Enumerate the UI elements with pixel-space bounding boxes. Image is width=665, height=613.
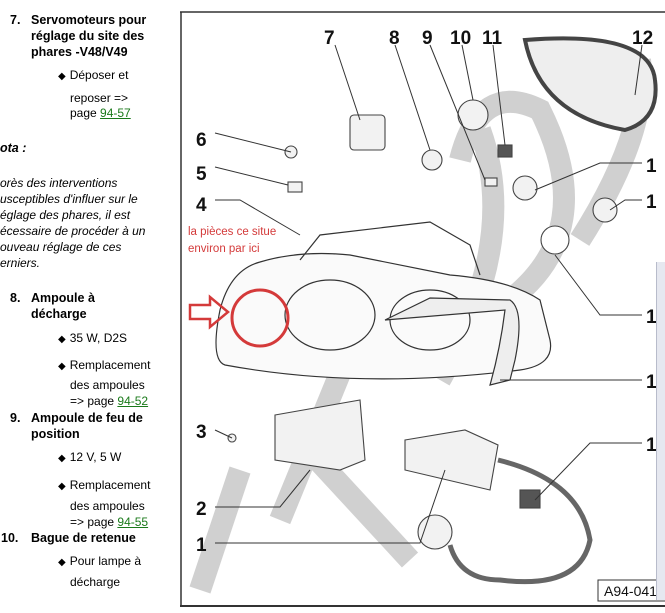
nota-heading: ota : bbox=[0, 141, 27, 155]
callout-labels: 7 8 9 10 11 12 6 5 4 3 2 1 1 1 1 1 1 bbox=[196, 28, 657, 556]
diamond-bullet-icon: ◆ bbox=[58, 481, 66, 492]
label-left: 4 bbox=[196, 195, 207, 216]
label-left: 3 bbox=[196, 422, 207, 443]
vertical-scrollbar[interactable] bbox=[656, 262, 665, 600]
diamond-bullet-icon: ◆ bbox=[58, 557, 66, 568]
bullet-text: => page 94-55 bbox=[70, 515, 149, 529]
bullet-text: ◆Pour lampe à bbox=[58, 554, 142, 568]
nota-line: écessaire de procéder à un bbox=[0, 224, 146, 238]
label-top: 12 bbox=[632, 28, 653, 49]
annotation-line: environ par ici bbox=[188, 243, 260, 255]
bullet-text: décharge bbox=[70, 575, 121, 589]
servomotor-part bbox=[349, 114, 386, 151]
label-top: 8 bbox=[389, 28, 400, 49]
label-top: 11 bbox=[482, 28, 503, 49]
item-title: Bague de retenue bbox=[31, 531, 136, 545]
item-title: décharge bbox=[31, 307, 87, 321]
label-left: 6 bbox=[196, 130, 207, 151]
label-left: 5 bbox=[196, 164, 207, 185]
label-top: 9 bbox=[422, 28, 433, 49]
label-right: 1 bbox=[646, 156, 657, 177]
bullet-text: ◆35 W, D2S bbox=[58, 331, 128, 345]
diamond-bullet-icon: ◆ bbox=[58, 71, 66, 82]
page-link-94-55[interactable]: 94-55 bbox=[117, 515, 149, 529]
connector-part bbox=[497, 144, 513, 158]
cable-part bbox=[447, 457, 593, 585]
item-title: position bbox=[31, 427, 80, 441]
bullet-text: reposer => bbox=[70, 91, 129, 105]
position-bulb-part bbox=[484, 177, 498, 187]
figure-id-box: A94-041 bbox=[597, 579, 665, 602]
plug-part bbox=[519, 489, 541, 509]
nota-line: erniers. bbox=[0, 256, 41, 270]
nut-part bbox=[287, 181, 303, 193]
label-top: 10 bbox=[450, 28, 471, 49]
item-title: phares -V48/V49 bbox=[31, 45, 128, 59]
bracket-part bbox=[274, 399, 366, 471]
seal-part bbox=[522, 36, 658, 133]
bulb-part bbox=[512, 175, 538, 201]
bullet-text: ◆Remplacement bbox=[58, 478, 151, 492]
bullet-text: ◆12 V, 5 W bbox=[58, 450, 122, 464]
item-number: 8. bbox=[10, 291, 21, 305]
item-title: Ampoule de feu de bbox=[31, 411, 143, 425]
label-right: 1 bbox=[646, 307, 657, 328]
bullet-text: ◆Remplacement bbox=[58, 358, 151, 372]
bullet-text: => page 94-52 bbox=[70, 394, 149, 408]
diamond-bullet-icon: ◆ bbox=[58, 334, 66, 345]
diamond-bullet-icon: ◆ bbox=[58, 361, 66, 372]
arrow-right-icon bbox=[188, 294, 230, 330]
item-title: Ampoule à bbox=[31, 291, 95, 305]
headlamp-housing bbox=[215, 221, 552, 386]
nota-line: églage des phares, il est bbox=[0, 208, 131, 222]
diamond-bullet-icon: ◆ bbox=[58, 453, 66, 464]
item-title: réglage du site des bbox=[31, 29, 145, 43]
svg-text:A94-041: A94-041 bbox=[604, 583, 657, 599]
label-left: 1 bbox=[196, 535, 207, 556]
annotation-line: la pièces ce situe bbox=[188, 226, 277, 238]
label-top: 7 bbox=[324, 28, 335, 49]
label-right: 1 bbox=[646, 435, 657, 456]
discharge-bulb-part bbox=[421, 149, 443, 171]
nota-line: orès des interventions bbox=[0, 176, 118, 190]
bullet-text: des ampoules bbox=[70, 499, 145, 513]
control-unit-part bbox=[404, 429, 499, 491]
page-link-94-57[interactable]: 94-57 bbox=[100, 106, 131, 120]
label-right: 1 bbox=[646, 372, 657, 393]
red-annotation-marks bbox=[188, 288, 290, 348]
label-right: 1 bbox=[646, 192, 657, 213]
label-left: 2 bbox=[196, 499, 207, 520]
leader-lines bbox=[214, 44, 643, 544]
highlight-circle bbox=[230, 288, 290, 348]
bullet-text: page 94-57 bbox=[70, 106, 131, 120]
bulb-part bbox=[540, 225, 570, 255]
igniter-part bbox=[417, 514, 453, 550]
bullet-text: ◆Déposer et bbox=[58, 68, 129, 82]
item-number: 10. bbox=[1, 531, 19, 545]
nota-line: ouveau réglage de ces bbox=[0, 240, 122, 254]
nota-line: usceptibles d'influer sur le bbox=[0, 192, 138, 206]
item-number: 7. bbox=[10, 13, 21, 27]
item-title: Servomoteurs pour bbox=[31, 13, 147, 27]
parts bbox=[227, 36, 658, 585]
headlamp-exploded-diagram: 7 8 9 10 11 12 6 5 4 3 2 1 1 1 1 1 1 A94… bbox=[180, 11, 665, 607]
page-link-94-52[interactable]: 94-52 bbox=[117, 394, 149, 408]
bullet-text: des ampoules bbox=[70, 378, 145, 392]
item-number: 9. bbox=[10, 411, 21, 425]
socket-part bbox=[592, 197, 618, 223]
